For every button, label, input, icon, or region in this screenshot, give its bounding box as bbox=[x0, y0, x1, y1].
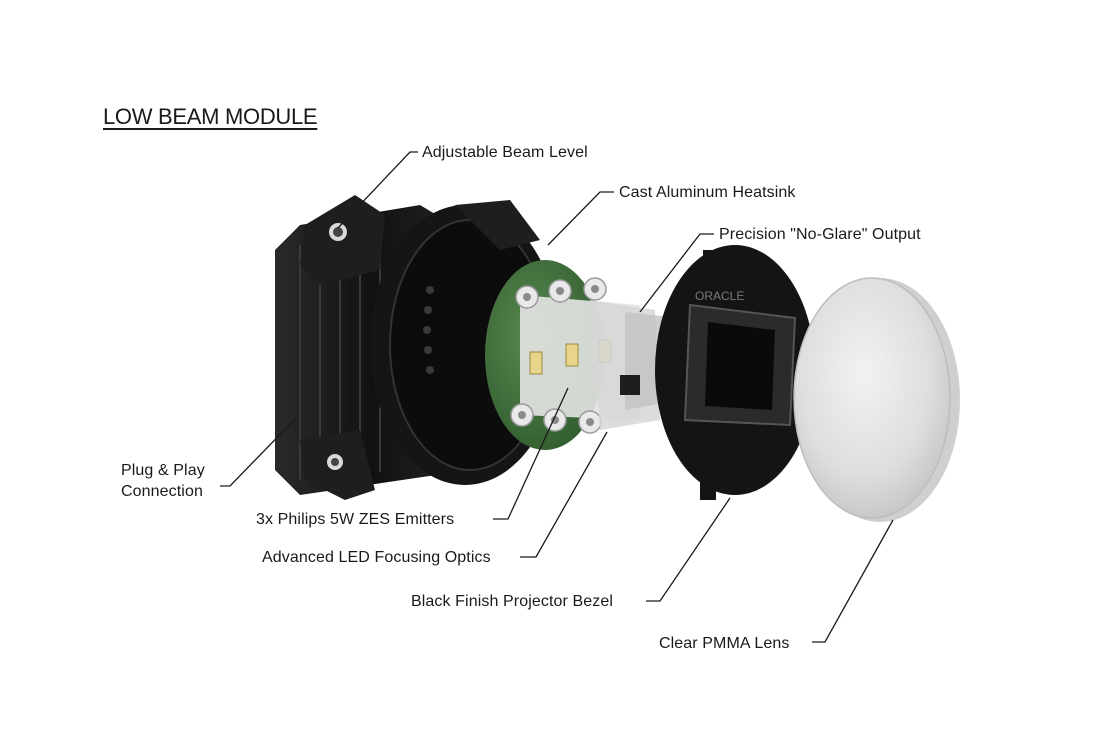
bezel-logo-text: ORACLE bbox=[695, 289, 744, 303]
leader-precision-output bbox=[639, 233, 714, 313]
callout-projector-bezel: Black Finish Projector Bezel bbox=[411, 593, 613, 610]
callout-philips-emitters: 3x Philips 5W ZES Emitters bbox=[256, 511, 455, 528]
pmma-lens bbox=[793, 277, 960, 522]
callout-precision-output: Precision "No-Glare" Output bbox=[719, 226, 921, 243]
callout-led-focusing-optics: Advanced LED Focusing Optics bbox=[262, 549, 491, 566]
callout-pmma-lens: Clear PMMA Lens bbox=[659, 635, 790, 652]
callout-plug-and-play-line2: Connection bbox=[121, 483, 203, 500]
diagram-title: LOW BEAM MODULE bbox=[103, 104, 318, 129]
leader-led-focusing-optics bbox=[520, 431, 608, 558]
callout-cast-aluminum-heatsink: Cast Aluminum Heatsink bbox=[619, 184, 796, 201]
leader-adjustable-beam-level bbox=[337, 151, 418, 229]
callout-plug-and-play-line1: Plug & Play bbox=[121, 462, 205, 479]
leader-lines bbox=[220, 151, 894, 643]
leader-pmma-lens bbox=[812, 519, 894, 643]
leader-projector-bezel bbox=[646, 497, 731, 602]
callout-adjustable-beam-level: Adjustable Beam Level bbox=[422, 144, 588, 161]
leader-cast-aluminum-heatsink bbox=[547, 191, 614, 246]
leader-plug-and-play bbox=[220, 417, 297, 487]
leader-philips-emitters bbox=[493, 387, 569, 520]
projector-bezel: ORACLE bbox=[620, 245, 815, 500]
